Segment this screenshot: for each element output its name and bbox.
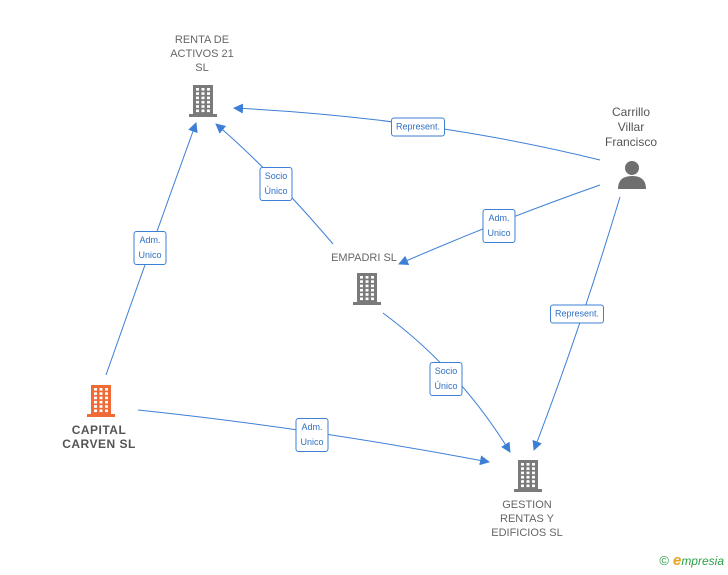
- brand-logo-text: mpresia: [681, 554, 724, 568]
- building-icon[interactable]: [351, 272, 383, 306]
- building-icon[interactable]: [187, 84, 219, 118]
- building-icon[interactable]: [85, 384, 117, 418]
- node-label-renta[interactable]: RENTA DE ACTIVOS 21 SL: [170, 34, 234, 74]
- edge-label-capital-renta[interactable]: Adm. Unico: [133, 231, 167, 265]
- edge-label-carrillo-empadri[interactable]: Adm. Unico: [482, 209, 516, 243]
- building-icon[interactable]: [512, 459, 544, 493]
- node-label-gestion[interactable]: GESTION RENTAS Y EDIFICIOS SL: [491, 499, 563, 539]
- edge-label-empadri-renta[interactable]: Socio Único: [259, 167, 293, 201]
- edge-label-carrillo-gestion[interactable]: Represent.: [549, 304, 605, 324]
- node-label-capital[interactable]: CAPITAL CARVEN SL: [62, 423, 136, 451]
- edge-label-empadri-gestion[interactable]: Socio Único: [429, 362, 463, 396]
- node-label-empadri[interactable]: EMPADRI SL: [331, 252, 397, 264]
- brand-footer[interactable]: ©empresia: [659, 552, 724, 569]
- copyright-symbol: ©: [659, 553, 669, 568]
- brand-logo-initial: e: [672, 552, 682, 569]
- person-icon[interactable]: [616, 160, 648, 190]
- node-label-carrillo[interactable]: Carrillo Villar Francisco: [604, 105, 658, 149]
- edge-carrillo-gestion: [532, 196, 621, 451]
- edge-label-capital-gestion[interactable]: Adm. Unico: [295, 418, 329, 452]
- edge-label-carrillo-renta[interactable]: Represent.: [390, 117, 446, 137]
